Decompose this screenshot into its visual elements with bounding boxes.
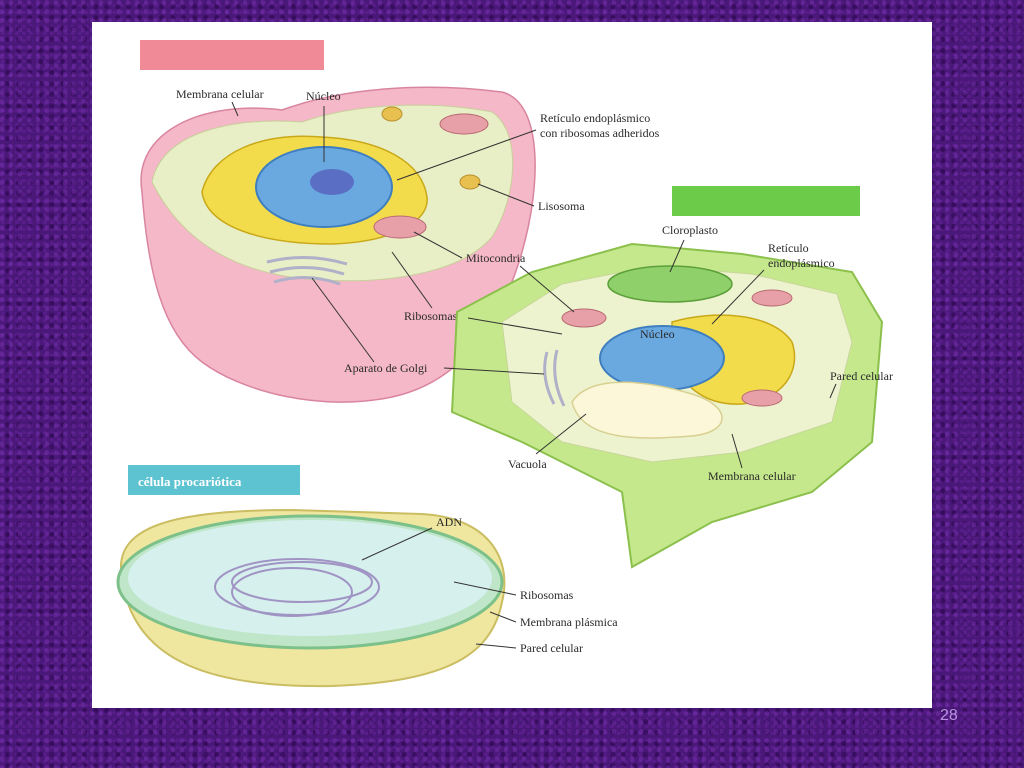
label-membrana-plasmica: Membrana plásmica xyxy=(520,615,618,629)
leader-membrana-celular-plant xyxy=(731,433,743,469)
prokaryote-header: célula procariótica xyxy=(138,474,242,489)
leader-membrana-plasmica xyxy=(489,611,517,623)
label-nucleo-animal: Núcleo xyxy=(306,89,341,103)
leader-vacuola xyxy=(535,413,587,455)
animal-cell: Membrana celular Núcleo Retículo endoplá… xyxy=(140,40,660,403)
plant-mitochondrion xyxy=(561,308,607,328)
animal-mitochondrion xyxy=(373,215,427,239)
leader-pared-celular-prokaryote xyxy=(475,643,517,649)
animal-cell-header-bar xyxy=(140,40,324,70)
label-reticulo-line1-plant: Retículo xyxy=(768,241,809,255)
label-vacuola: Vacuola xyxy=(508,457,547,471)
animal-mitochondrion-2 xyxy=(439,113,489,135)
label-reticulo-line1-animal: Retículo endoplásmico xyxy=(540,111,650,125)
leader-mitocondria xyxy=(413,231,463,259)
label-pared-celular-plant: Pared celular xyxy=(830,369,893,383)
leader-golgi-plant xyxy=(443,367,545,375)
prokaryote-header-bar xyxy=(128,465,300,495)
label-membrana-celular-plant: Membrana celular xyxy=(708,469,796,483)
label-membrana-celular-animal: Membrana celular xyxy=(176,87,264,101)
leader-adn xyxy=(361,527,433,561)
animal-lysosome-2 xyxy=(381,106,403,122)
leader-cloroplasto xyxy=(669,239,685,273)
leader-ribosomas-animal xyxy=(391,251,433,309)
plant-cell-header-bar xyxy=(672,186,860,216)
label-pared-celular-prokaryote: Pared celular xyxy=(520,641,583,655)
plant-mitochondrion-3 xyxy=(741,389,783,407)
leader-reticulo-plant xyxy=(711,269,765,325)
animal-lysosome xyxy=(459,174,481,190)
leader-mitocondria-plant xyxy=(519,265,575,313)
label-reticulo-line2-animal: con ribosomas adheridos xyxy=(540,126,660,140)
plant-chloroplast xyxy=(607,265,733,303)
label-ribosomas-prokaryote: Ribosomas xyxy=(520,588,574,602)
slide-number: 28 xyxy=(940,707,958,724)
leader-aparato-golgi xyxy=(311,277,375,363)
leader-ribosomas-plant xyxy=(467,317,563,335)
label-lisosoma: Lisosoma xyxy=(538,199,585,213)
animal-nucleolus xyxy=(310,169,354,195)
plant-cell: Cloroplasto Retículo endoplásmico Núcleo… xyxy=(443,186,893,569)
label-ribosomas-animal: Ribosomas xyxy=(404,309,458,323)
label-aparato-golgi: Aparato de Golgi xyxy=(344,361,428,375)
slide-panel: Membrana celular Núcleo Retículo endoplá… xyxy=(92,22,932,708)
leader-pared-celular-plant xyxy=(829,383,837,399)
prokaryote-cell: célula procariótica ADN Ribosomas Membra… xyxy=(116,465,618,688)
leader-reticulo-animal xyxy=(396,129,537,181)
label-cloroplasto: Cloroplasto xyxy=(662,223,718,237)
cell-types-diagram: Membrana celular Núcleo Retículo endoplá… xyxy=(116,40,893,688)
prokaryote-cytoplasm xyxy=(128,520,492,636)
label-adn: ADN xyxy=(436,515,462,529)
leader-ribosomas-prokaryote xyxy=(453,581,517,596)
leader-membrana-celular-animal xyxy=(231,101,239,117)
plant-golgi xyxy=(543,349,566,407)
leader-lisosoma xyxy=(477,183,535,207)
prokaryote-dna xyxy=(214,558,380,617)
label-mitocondria: Mitocondria xyxy=(466,251,526,265)
animal-golgi xyxy=(266,256,348,286)
label-nucleo-plant: Núcleo xyxy=(640,327,675,341)
plant-mitochondrion-2 xyxy=(751,289,793,307)
label-reticulo-line2-plant: endoplásmico xyxy=(768,256,835,270)
plant-vacuole xyxy=(571,381,723,439)
